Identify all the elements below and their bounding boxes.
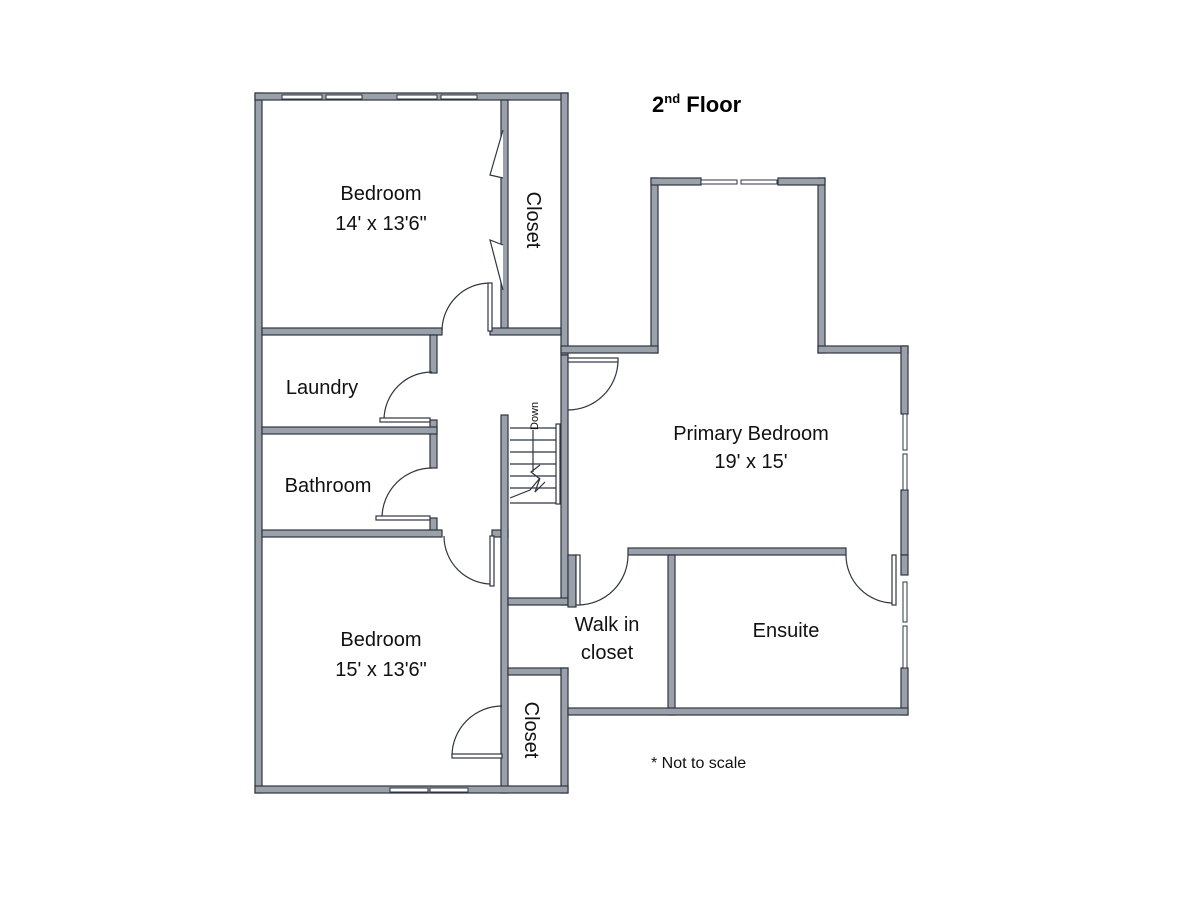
room-walk-in-closet-line2: closet bbox=[581, 642, 634, 664]
wall-primary-right-b bbox=[900, 489, 909, 556]
room-ensuite: Ensuite bbox=[753, 620, 820, 642]
door-swing bbox=[443, 535, 493, 585]
window bbox=[429, 787, 469, 793]
door-swing bbox=[451, 705, 503, 757]
window bbox=[440, 94, 478, 100]
window bbox=[700, 179, 738, 185]
wall-laundry-bottom bbox=[261, 426, 438, 435]
wall-laundry-right-b bbox=[429, 419, 438, 469]
room-walk-in-closet-line1: Walk in bbox=[575, 614, 640, 636]
door-swing bbox=[577, 554, 629, 606]
door-leaf bbox=[489, 535, 495, 587]
wall-closet-bottom-top bbox=[507, 667, 569, 676]
stair-label: Down bbox=[529, 402, 541, 430]
wall-closet-top-right bbox=[560, 92, 569, 356]
door-leaf bbox=[451, 753, 503, 759]
window bbox=[740, 179, 778, 185]
room-closet-bottom: Closet bbox=[520, 702, 542, 759]
window bbox=[281, 94, 323, 100]
closet-bifold bbox=[489, 129, 504, 179]
room-primary-name: Primary Bedroom bbox=[673, 423, 829, 445]
stairs: Down bbox=[509, 402, 561, 505]
wall-landing-bottom bbox=[507, 597, 569, 606]
wall-lower-bottom bbox=[567, 707, 909, 716]
door-leaf bbox=[487, 282, 493, 332]
closet-bifold bbox=[489, 239, 504, 291]
room-bedroom-top-name: Bedroom bbox=[340, 183, 421, 205]
room-bedroom-bottom-size: 15' x 13'6" bbox=[335, 659, 426, 681]
window bbox=[902, 581, 908, 623]
window bbox=[396, 94, 438, 100]
stair-arrow-head bbox=[530, 464, 541, 480]
stair-break bbox=[509, 477, 546, 499]
door-leaf bbox=[891, 554, 897, 606]
window bbox=[902, 625, 908, 669]
room-bathroom: Bathroom bbox=[285, 475, 372, 497]
door-swing bbox=[845, 554, 895, 604]
windows bbox=[281, 94, 908, 793]
wall-primary-bottom bbox=[627, 547, 847, 556]
wall-bay-top-right bbox=[777, 177, 826, 186]
stair-rail bbox=[555, 423, 561, 505]
wall-primary-top-right bbox=[817, 345, 909, 354]
room-labels: Bedroom 14' x 13'6" Closet Laundry Bathr… bbox=[285, 183, 829, 759]
door-swing bbox=[383, 371, 433, 421]
wall-bedroom-top-bottom-2 bbox=[489, 327, 562, 336]
floor-title-suffix: nd bbox=[664, 91, 680, 106]
room-laundry: Laundry bbox=[286, 377, 358, 399]
window bbox=[325, 94, 363, 100]
window bbox=[902, 413, 908, 451]
door-leaf bbox=[567, 357, 619, 363]
doors bbox=[375, 129, 897, 759]
room-bedroom-top-size: 14' x 13'6" bbox=[335, 213, 426, 235]
wall-left bbox=[254, 92, 263, 794]
wall-primary-top-left bbox=[560, 345, 659, 354]
wall-laundry-right-a bbox=[429, 334, 438, 374]
wall-bay-top-left bbox=[650, 177, 702, 186]
window bbox=[389, 787, 429, 793]
scale-note: * Not to scale bbox=[651, 755, 746, 772]
floor-title-word: Floor bbox=[680, 92, 742, 117]
wall-wic-left bbox=[567, 554, 577, 608]
door-swing bbox=[567, 359, 619, 411]
wall-wic-ensuite bbox=[667, 554, 676, 716]
wall-bath-bottom bbox=[261, 529, 443, 538]
wall-primary-right-a bbox=[900, 345, 909, 415]
floor-title-number: 2 bbox=[652, 92, 664, 117]
room-primary-size: 19' x 15' bbox=[714, 451, 787, 473]
window bbox=[902, 453, 908, 491]
wall-stair-left bbox=[500, 414, 509, 794]
door-leaf bbox=[575, 554, 581, 606]
wall-bay-right bbox=[817, 177, 826, 354]
wall-bay-left bbox=[650, 177, 659, 354]
door-leaf bbox=[379, 417, 431, 423]
room-closet-top: Closet bbox=[522, 192, 544, 249]
door-swing bbox=[441, 282, 491, 332]
door-swing bbox=[381, 467, 433, 519]
wall-bedroom-top-bottom bbox=[261, 327, 443, 336]
wall-closet-bottom-right bbox=[560, 667, 569, 794]
room-bedroom-bottom-name: Bedroom bbox=[340, 629, 421, 651]
wall-stair-right bbox=[560, 354, 569, 606]
floor-title: 2nd Floor bbox=[652, 91, 742, 117]
door-leaf bbox=[375, 515, 431, 521]
wall-ensuite-right-a bbox=[900, 554, 909, 576]
